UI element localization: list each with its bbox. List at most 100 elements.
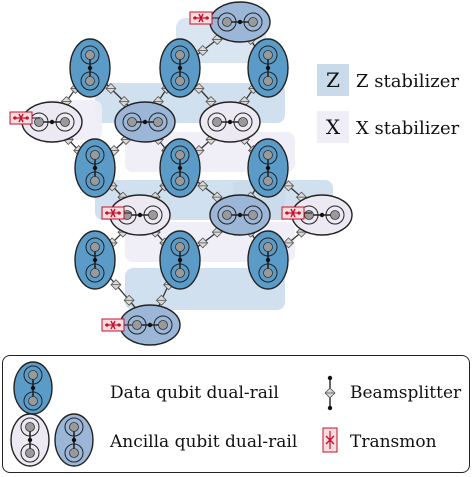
transmon-icon <box>101 206 132 220</box>
coupler-node <box>177 165 183 171</box>
ancilla-z-qubit <box>114 101 176 143</box>
beamsplitter-icon <box>155 294 167 306</box>
rail-ring <box>143 205 163 225</box>
coupler-node <box>265 165 271 171</box>
coupler-node <box>87 65 93 71</box>
data-qubit <box>159 230 201 290</box>
rail-mode <box>85 50 95 60</box>
rail-ring <box>170 263 190 283</box>
rail-ring <box>64 417 84 437</box>
coupler-node <box>265 257 271 263</box>
rail-ring <box>20 417 40 437</box>
coupler-node <box>319 212 325 218</box>
beamsplitter-icon <box>118 95 130 107</box>
rail-ring <box>170 171 190 191</box>
rail-mode <box>175 176 185 186</box>
coupler-node <box>177 65 183 71</box>
rail-ring <box>122 112 142 132</box>
rail-mode <box>175 268 185 278</box>
rail-ring <box>258 171 278 191</box>
legend-transmon-icon <box>322 427 338 453</box>
rail-ring <box>217 12 237 32</box>
beamsplitter-icon <box>197 180 209 192</box>
rail-mode <box>90 268 100 278</box>
rail-ring <box>148 112 168 132</box>
legend-transmon-label: Transmon <box>350 432 437 452</box>
rail-mode <box>263 268 273 278</box>
coupler-node <box>137 212 143 218</box>
rail-mode <box>90 242 100 252</box>
rail-mode <box>90 150 100 160</box>
rail-mode <box>69 422 79 432</box>
data-qubit <box>247 38 289 98</box>
rail-mode <box>175 76 185 86</box>
rail-mode <box>175 50 185 60</box>
transmon-icon <box>281 206 312 220</box>
rail-mode <box>330 210 340 220</box>
beamsplitter-icon <box>110 279 122 291</box>
rail-ring <box>243 205 263 225</box>
data-qubit <box>74 230 116 290</box>
legend-beamsplitter-icon <box>324 375 336 411</box>
rail-mode <box>25 448 35 458</box>
rail-ring <box>325 205 345 225</box>
legend-panel <box>2 355 470 473</box>
data-qubit <box>159 138 201 198</box>
beamsplitter-icon <box>193 83 205 95</box>
x-stabilizer-label: X stabilizer <box>356 118 460 139</box>
qubit-layer <box>9 1 353 346</box>
rail-mode <box>248 17 258 27</box>
coupler-node <box>147 322 153 328</box>
rail-mode <box>28 396 38 406</box>
rail-ring <box>217 205 237 225</box>
rail-ring <box>170 237 190 257</box>
ancilla-x-qubit <box>21 101 83 143</box>
z-stabilizer-letter: Z <box>326 68 340 92</box>
rail-ring <box>20 443 40 463</box>
rail-mode <box>175 150 185 160</box>
z-stabilizer-label: Z stabilizer <box>356 71 459 92</box>
data-qubit <box>247 138 289 198</box>
rail-mode <box>148 210 158 220</box>
rail-ring <box>258 263 278 283</box>
transmon-icon <box>189 11 220 25</box>
coupler-node <box>92 165 98 171</box>
rail-mode <box>222 210 232 220</box>
data-qubit <box>69 38 111 98</box>
rail-mode <box>132 320 142 330</box>
rail-mode <box>304 210 314 220</box>
rail-ring <box>80 71 100 91</box>
coupler-node <box>71 437 77 443</box>
rail-mode <box>263 50 273 60</box>
beamsplitter-icon <box>205 95 217 107</box>
rail-mode <box>69 448 79 458</box>
rail-mode <box>158 320 168 330</box>
rail-mode <box>127 117 137 127</box>
rail-ring <box>23 365 43 385</box>
transmon-icon <box>101 318 132 332</box>
rail-ring <box>170 145 190 165</box>
rail-mode <box>85 76 95 86</box>
coupler-node <box>92 257 98 263</box>
rail-mode <box>34 117 44 127</box>
coupler-node <box>237 19 243 25</box>
rail-ring <box>243 12 263 32</box>
rail-mode <box>222 17 232 27</box>
rail-mode <box>25 422 35 432</box>
data-qubit <box>74 138 116 198</box>
rail-mode <box>263 76 273 86</box>
rail-ring <box>55 112 75 132</box>
rail-mode <box>175 242 185 252</box>
rail-ring <box>80 45 100 65</box>
rail-mode <box>28 370 38 380</box>
beamsplitter-icon <box>197 45 209 57</box>
rail-ring <box>207 112 227 132</box>
beamsplitter-icon <box>283 180 295 192</box>
rail-mode <box>248 210 258 220</box>
rail-ring <box>23 391 43 411</box>
rail-ring <box>258 237 278 257</box>
rail-mode <box>212 117 222 127</box>
ancilla-x-qubit <box>199 101 261 143</box>
rail-ring <box>258 71 278 91</box>
rail-ring <box>258 45 278 65</box>
